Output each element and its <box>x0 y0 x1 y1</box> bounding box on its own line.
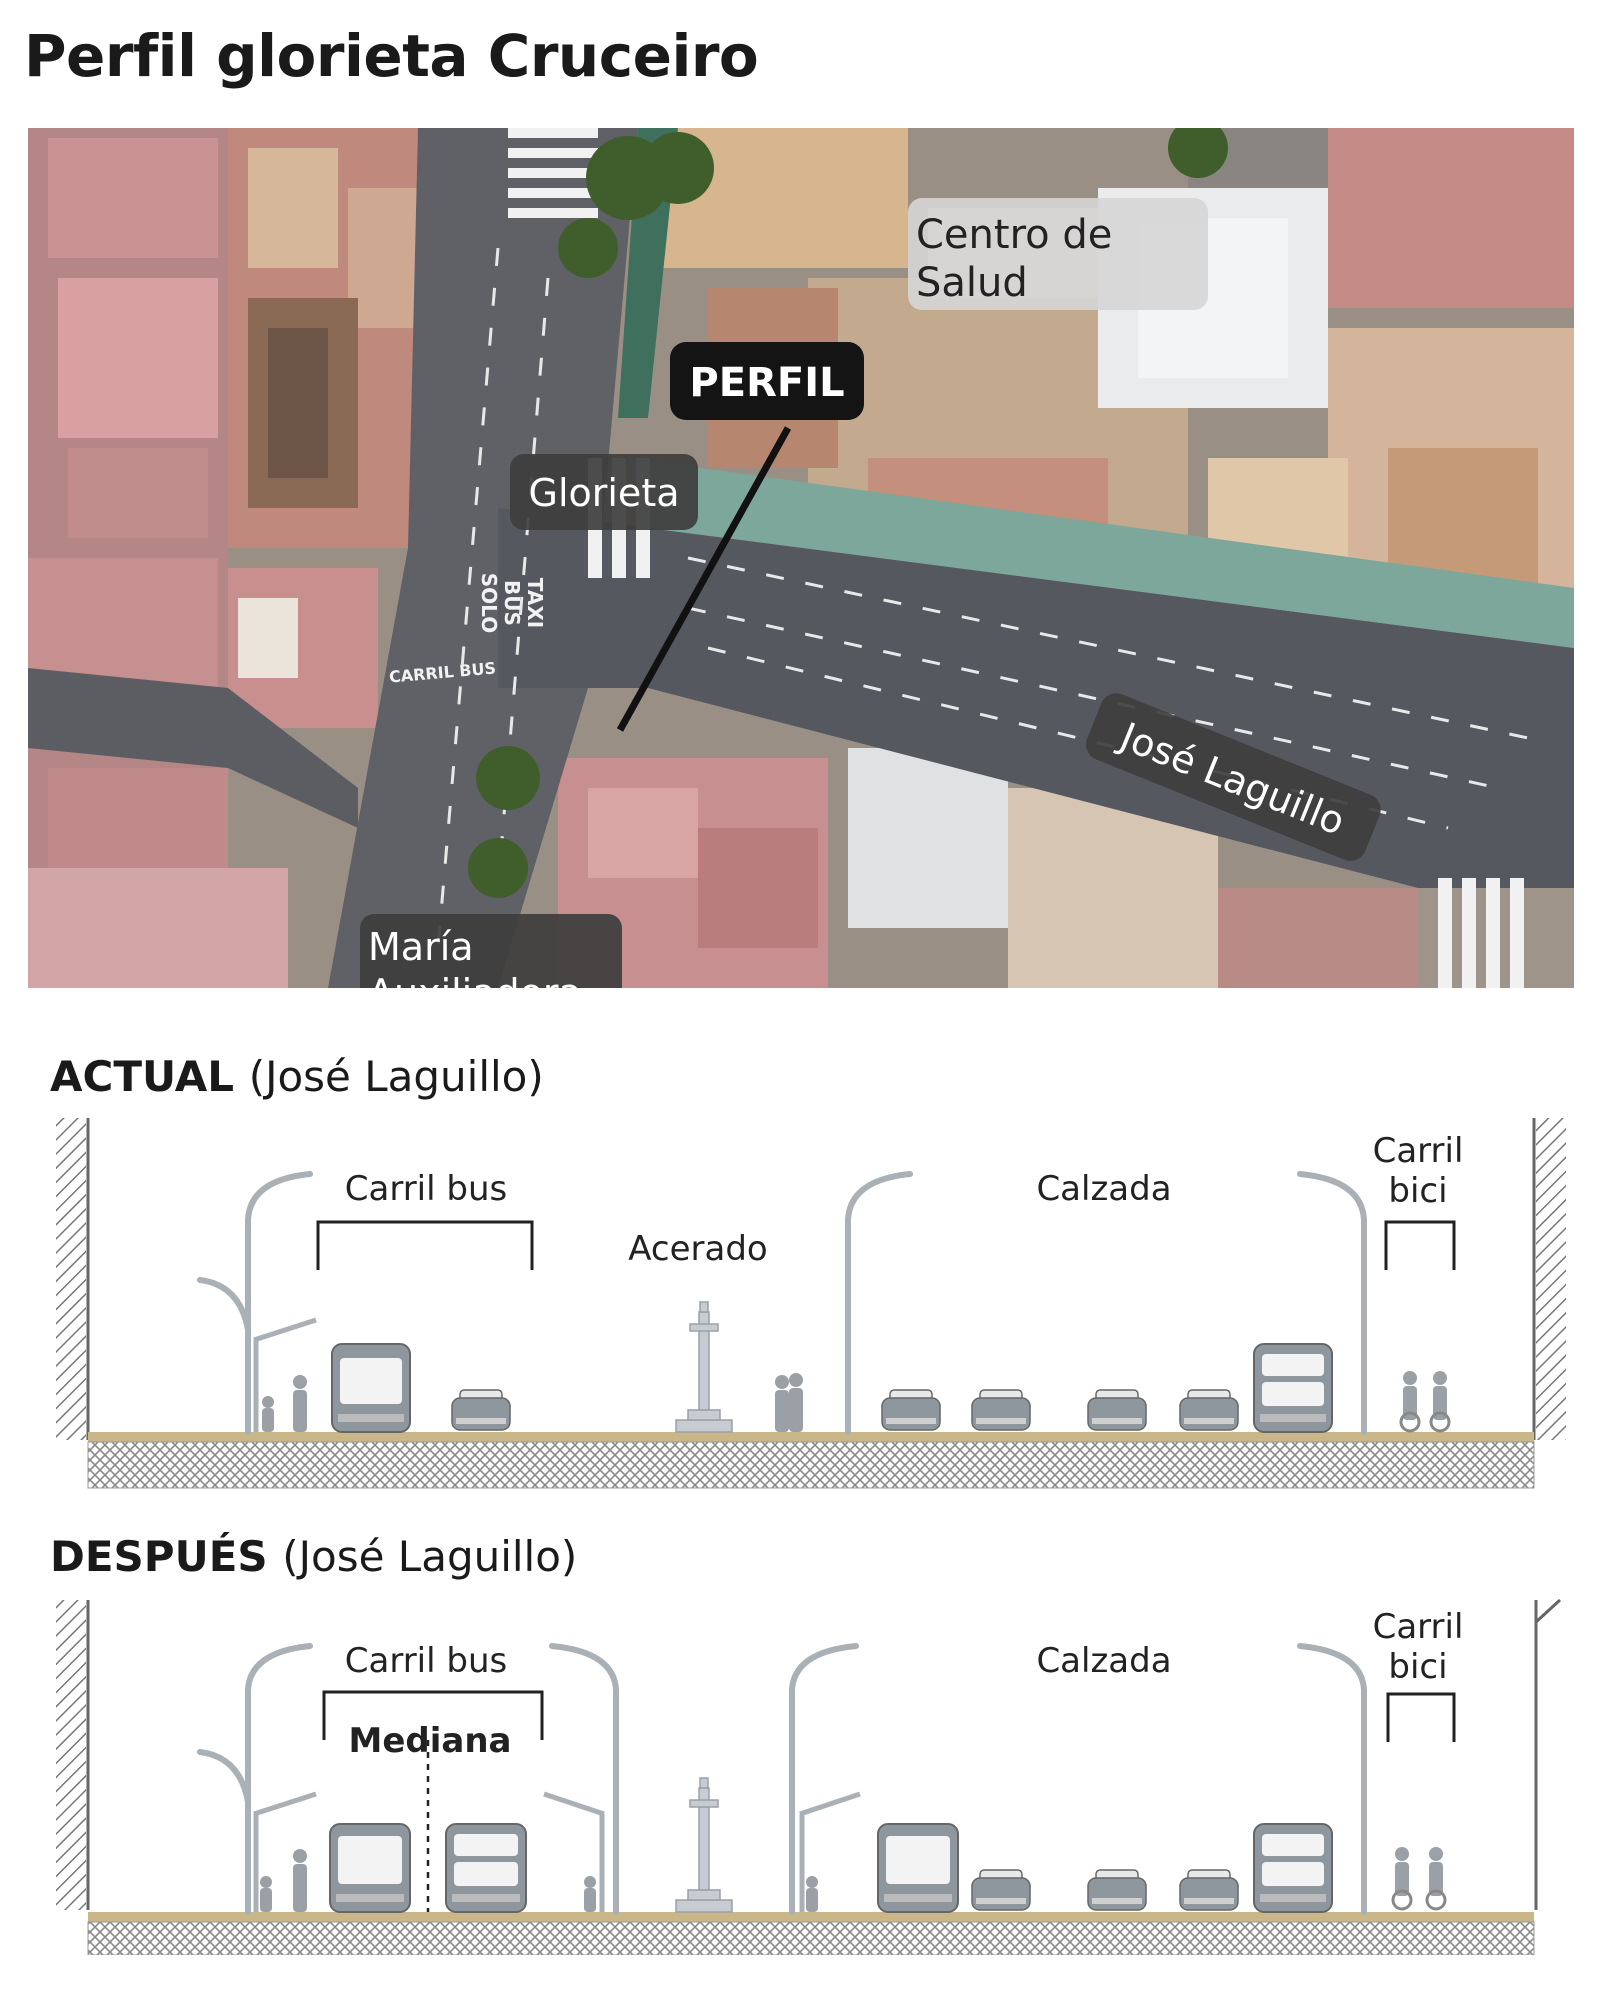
cruceiro-cross <box>675 1777 733 1913</box>
label-acerado: Acerado <box>628 1229 767 1269</box>
cars <box>971 1869 1239 1911</box>
label-maria-auxiliadora: María Auxiliadora <box>360 914 622 988</box>
pavement <box>88 1432 1534 1442</box>
actual-heading: ACTUAL (José Laguillo) <box>50 1052 544 1101</box>
despues-cross-section: Carril bus Mediana Calzada Carril bici <box>0 1592 1600 1992</box>
aerial-map: TAXI BUS SOLO CARRIL BUS Centro de Salud… <box>28 128 1574 988</box>
bus-despues-2 <box>445 1823 527 1913</box>
pavement <box>88 1912 1534 1922</box>
label-carril-bici-line1: Carril <box>1373 1607 1464 1647</box>
label-carril-bus: Carril bus <box>345 1169 507 1209</box>
label-carril-bici-line2: bici <box>1388 1647 1447 1687</box>
bus-actual-2 <box>1253 1343 1333 1433</box>
trees <box>468 128 1228 898</box>
svg-text:Auxiliadora: Auxiliadora <box>368 971 582 988</box>
label-mediana: Mediana <box>349 1721 512 1761</box>
bus-despues-3 <box>877 1823 959 1913</box>
label-calzada: Calzada <box>1036 1169 1171 1209</box>
car <box>971 1869 1031 1911</box>
car <box>1179 1869 1239 1911</box>
car <box>451 1389 511 1431</box>
buildings <box>28 128 1574 988</box>
label-perfil: PERFIL <box>670 342 864 420</box>
svg-text:Glorieta: Glorieta <box>529 471 680 515</box>
car <box>881 1389 941 1431</box>
left-wall <box>56 1600 86 1910</box>
bracket-carril-bici <box>1384 1220 1456 1270</box>
street-lamps <box>197 1171 1367 1435</box>
cyclists <box>1391 1847 1447 1911</box>
bus-shelter <box>253 1317 317 1432</box>
label-carril-bici-line2: bici <box>1388 1171 1447 1211</box>
pedestrians <box>260 1849 818 1912</box>
marking-solo: SOLO <box>477 573 501 633</box>
car <box>971 1389 1031 1431</box>
car <box>1087 1869 1147 1911</box>
bracket-carril-bus <box>322 1690 544 1740</box>
svg-text:Salud: Salud <box>916 260 1028 306</box>
despues-heading: DESPUÉS (José Laguillo) <box>50 1532 578 1581</box>
right-wall <box>1536 1118 1566 1440</box>
bus-actual-1 <box>331 1343 411 1433</box>
cars <box>451 1389 1239 1431</box>
ground <box>87 1921 1535 1955</box>
bracket-carril-bici <box>1386 1692 1456 1742</box>
bus-despues-4 <box>1253 1823 1333 1913</box>
label-carril-bus: Carril bus <box>345 1641 507 1681</box>
bracket-carril-bus <box>316 1220 534 1270</box>
perfil-line <box>616 426 792 732</box>
pedestrians <box>262 1373 803 1432</box>
svg-text:PERFIL: PERFIL <box>689 360 844 406</box>
marking-taxi: TAXI <box>523 578 547 628</box>
car <box>1179 1389 1239 1431</box>
marking-bus: BUS <box>500 580 524 626</box>
left-wall <box>56 1118 86 1440</box>
label-centro-de-salud: Centro de Salud <box>908 198 1208 310</box>
street-lamps <box>197 1643 1367 1915</box>
svg-text:Centro de: Centro de <box>916 212 1112 258</box>
label-glorieta: Glorieta <box>510 454 698 530</box>
svg-text:María: María <box>368 925 474 969</box>
car <box>1087 1389 1147 1431</box>
bus-shelters <box>253 1791 861 1912</box>
actual-cross-section: Carril bus Acerado Calzada Carril bici <box>0 1110 1600 1510</box>
label-calzada: Calzada <box>1036 1641 1171 1681</box>
cyclists <box>1399 1371 1451 1433</box>
cruceiro-cross <box>675 1301 733 1433</box>
label-carril-bici-line1: Carril <box>1373 1131 1464 1171</box>
bus-despues-1 <box>329 1823 411 1913</box>
ground <box>87 1441 1535 1489</box>
page-title: Perfil glorieta Cruceiro <box>24 22 759 90</box>
